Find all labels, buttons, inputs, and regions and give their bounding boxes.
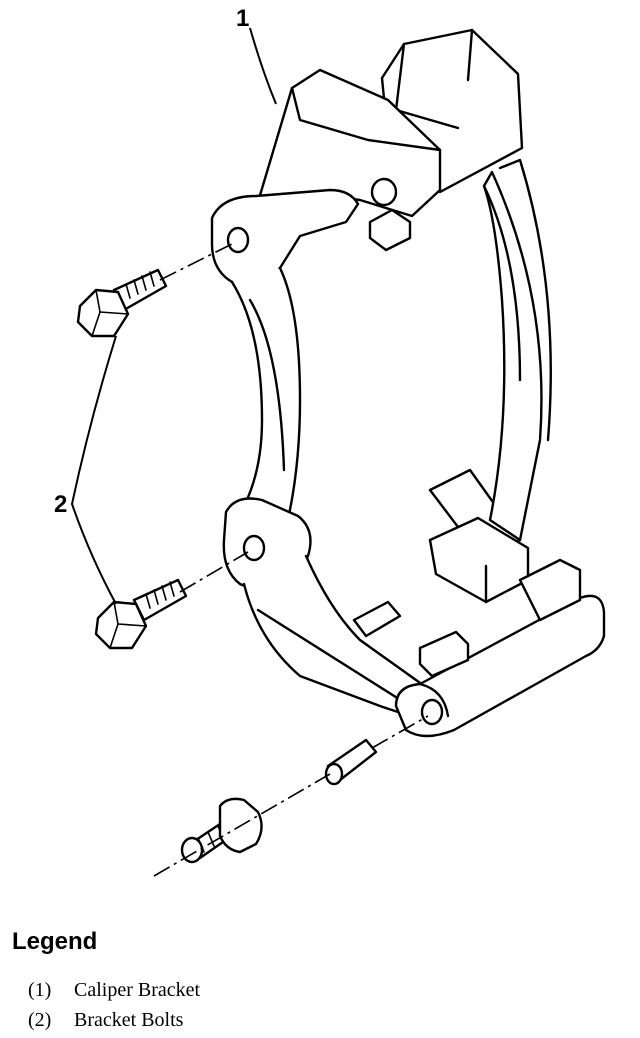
callout-2-leader (70, 335, 117, 605)
callout-1-label: 1 (236, 5, 249, 32)
legend-item-number: (1) (28, 979, 52, 1001)
legend-item: (2) Bracket Bolts (28, 1005, 200, 1035)
legend-item-label: Bracket Bolts (74, 1009, 184, 1031)
caliper-bracket-diagram: 1 2 (54, 5, 606, 877)
callout-2-label: 2 (54, 491, 67, 518)
caliper-bracket (210, 28, 606, 738)
centerline-upper (159, 243, 233, 281)
legend-item: (1) Caliper Bracket (28, 975, 200, 1005)
callout-1-leader (249, 27, 277, 105)
legend-item-number: (2) (28, 1009, 52, 1031)
centerline-lower (179, 551, 249, 593)
legend-list: (1) Caliper Bracket (2) Bracket Bolts (28, 975, 200, 1035)
centerline-pin (153, 715, 429, 877)
legend-item-label: Caliper Bracket (74, 979, 201, 1001)
bracket-bolt-lower (94, 578, 188, 650)
bracket-bolt-upper (76, 268, 168, 338)
legend-title: Legend (12, 928, 98, 955)
